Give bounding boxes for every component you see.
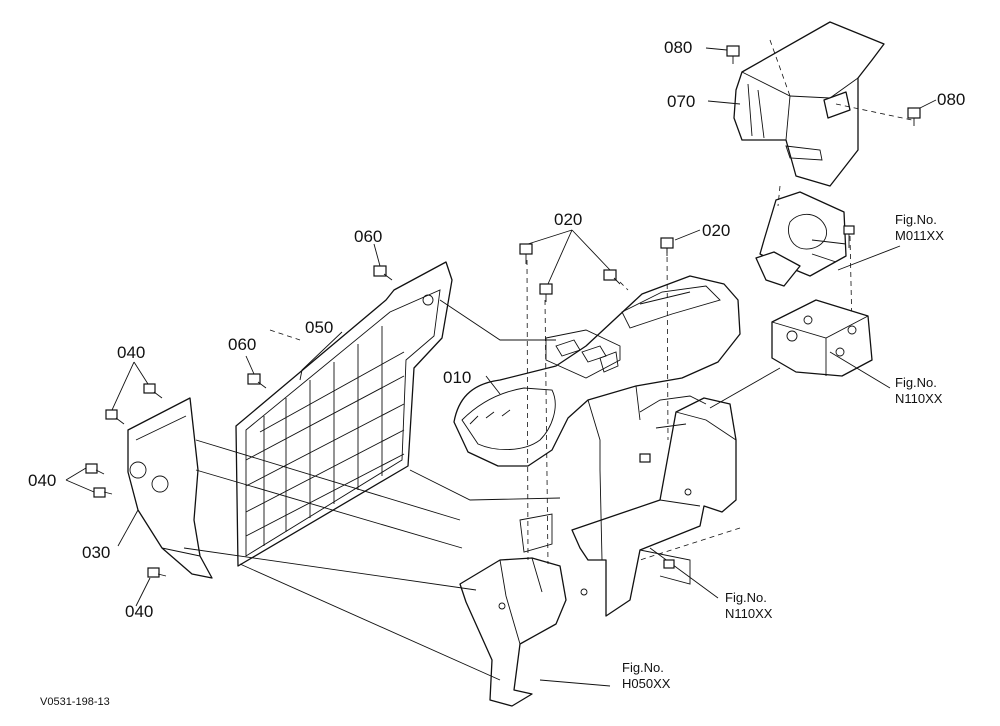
bolt-060-top (373, 265, 393, 281)
assembly-lines (183, 245, 901, 687)
valve-box (771, 299, 873, 377)
label-040-bottom: 040 (125, 602, 154, 621)
screen-panel-050 (235, 261, 453, 567)
bolt-080-right (907, 107, 921, 126)
fig-ref-n110xx-right-line1: Fig.No. (895, 375, 937, 390)
bolt-040-d (93, 487, 113, 498)
support-frame (459, 395, 737, 707)
cover-070 (733, 21, 913, 187)
drawing-code: V0531-198-13 (40, 696, 110, 708)
bolt-040-e (147, 567, 167, 578)
console-010 (453, 275, 741, 470)
label-080-top: 080 (664, 38, 693, 57)
fig-ref-h050xx-line2: H050XX (622, 676, 671, 691)
fig-ref-n110xx-lower: Fig.No. N110XX (725, 590, 772, 622)
bolt-020-inner (603, 269, 621, 285)
fig-ref-n110xx-lower-line2: N110XX (725, 606, 773, 621)
fig-ref-h050xx: Fig.No. H050XX (622, 660, 670, 692)
fig-ref-n110xx-right: Fig.No. N110XX (895, 375, 942, 407)
label-080-right: 080 (937, 90, 966, 109)
fig-ref-n110xx-right-line2: N110XX (895, 391, 943, 406)
label-070: 070 (667, 92, 696, 111)
label-leaders (65, 47, 937, 607)
label-020-left: 020 (554, 210, 583, 229)
label-040-left: 040 (28, 471, 57, 490)
bolt-misc-a (639, 453, 651, 463)
bolt-020-mid (539, 283, 553, 302)
fig-ref-m011xx: Fig.No. M011XX (895, 212, 944, 244)
label-060-top: 060 (354, 227, 383, 246)
side-cover-030 (127, 397, 213, 579)
label-020-right: 020 (702, 221, 731, 240)
fig-ref-h050xx-line1: Fig.No. (622, 660, 664, 675)
label-060-mid: 060 (228, 335, 257, 354)
bolt-040-a (143, 383, 163, 399)
fig-ref-m011xx-line1: Fig.No. (895, 212, 937, 227)
label-040-top: 040 (117, 343, 146, 362)
label-030: 030 (82, 543, 111, 562)
label-050: 050 (305, 318, 334, 337)
fig-ref-m011xx-line2: M011XX (895, 228, 944, 243)
bolt-060-mid (247, 373, 267, 389)
label-010: 010 (443, 368, 472, 387)
bolt-020-left (519, 243, 533, 264)
bolt-misc-b (663, 559, 675, 569)
fig-ref-n110xx-lower-line1: Fig.No. (725, 590, 767, 605)
pedal-bracket (755, 185, 855, 331)
bolt-080-top (726, 45, 740, 64)
bolt-040-c (85, 463, 105, 475)
bolt-020-right (660, 237, 674, 256)
bolt-040-b (105, 409, 125, 425)
